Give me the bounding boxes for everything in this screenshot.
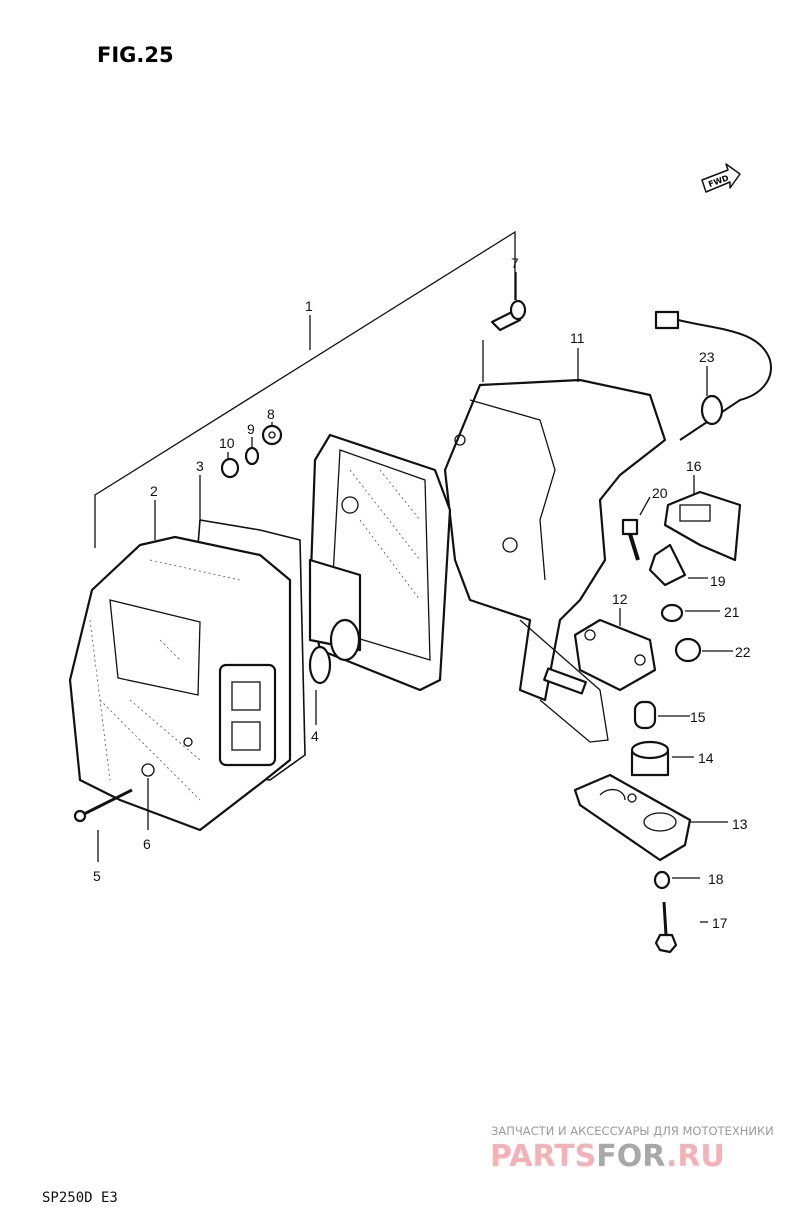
bolt-7 <box>490 299 527 332</box>
callout-10: 10 <box>219 435 235 451</box>
callout-12: 12 <box>612 591 628 607</box>
model-code: SP250D E3 <box>42 1190 118 1206</box>
brand-part-2: FOR <box>596 1139 666 1174</box>
callout-4: 4 <box>311 728 319 744</box>
clamp-12 <box>573 618 657 692</box>
collar-15 <box>633 700 657 730</box>
nut-10 <box>220 457 240 479</box>
callout-23: 23 <box>699 349 715 365</box>
nut-22 <box>674 637 702 663</box>
rear-fender-bracket <box>443 378 667 743</box>
callout-9: 9 <box>247 421 255 437</box>
callout-5: 5 <box>93 868 101 884</box>
washer-8 <box>261 424 283 446</box>
brand-part-1: PARTS <box>490 1139 596 1174</box>
wire-harness-23 <box>654 310 772 441</box>
callout-11: 11 <box>570 330 585 346</box>
watermark-logo: ЗАПЧАСТИ И АКСЕССУАРЫ ДЛЯ МОТОТЕХНИКИ PA… <box>490 1124 774 1174</box>
callout-17: 17 <box>712 915 728 931</box>
callout-15: 15 <box>690 709 706 725</box>
callout-6: 6 <box>143 836 151 852</box>
forward-arrow-icon: FWD <box>701 163 741 193</box>
callout-14: 14 <box>698 750 714 766</box>
lamp-base-plate <box>308 433 452 692</box>
brand-part-3: .RU <box>666 1139 725 1174</box>
plate-13 <box>573 773 692 862</box>
bolt-20 <box>621 518 640 561</box>
callout-1: 1 <box>305 298 313 314</box>
callout-2: 2 <box>150 483 158 499</box>
reflector-bracket-16 <box>663 490 742 562</box>
group-bracket-line <box>94 230 516 548</box>
callout-16: 16 <box>686 458 702 474</box>
plate-19 <box>648 543 687 587</box>
callout-8: 8 <box>267 406 275 422</box>
nut-18 <box>653 870 671 890</box>
callout-3: 3 <box>196 458 204 474</box>
callout-7: 7 <box>511 255 519 271</box>
callout-13: 13 <box>732 816 748 832</box>
bolt-17 <box>654 901 678 954</box>
callout-21: 21 <box>724 604 740 620</box>
callout-20: 20 <box>652 485 668 501</box>
screw-5 <box>73 788 133 823</box>
callout-22: 22 <box>735 644 751 660</box>
watermark-tagline: ЗАПЧАСТИ И АКСЕССУАРЫ ДЛЯ МОТОТЕХНИКИ <box>491 1124 774 1138</box>
callout-19: 19 <box>710 573 726 589</box>
callout-18: 18 <box>708 871 724 887</box>
nut-21 <box>660 603 684 623</box>
figure-title: FIG.25 <box>97 43 174 67</box>
washer-9 <box>244 446 260 466</box>
watermark-brand: PARTSFOR.RU <box>490 1139 725 1174</box>
tail-lamp-assembly <box>68 519 306 832</box>
